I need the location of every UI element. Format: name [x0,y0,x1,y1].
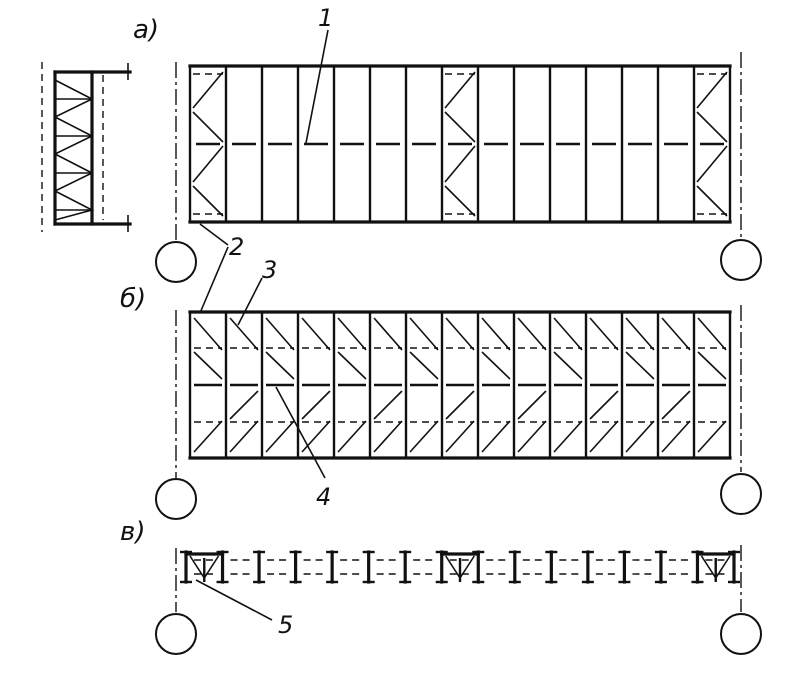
plan-b-brace [553,351,583,380]
plan-v-brace [700,555,717,579]
plan-a [188,64,732,224]
plan-b-brace [481,351,511,380]
plan-b-brace [409,351,439,380]
plan-b-brace [409,420,439,453]
plan-b-brace [517,420,547,453]
svg-text:5: 5 [278,611,293,639]
column-a-left [155,241,197,283]
plan-b-brace [697,317,727,351]
plan-b-brace [337,351,367,380]
callout-3: 3 [237,256,277,326]
label-v: в) [120,517,145,547]
plan-a-brace [696,71,728,109]
plan-a-brace [192,185,224,217]
plan-b-brace [193,317,223,351]
svg-text:2: 2 [229,233,244,261]
plan-b-brace [193,351,223,380]
plan-b-brace [661,420,691,453]
svg-text:1: 1 [318,4,333,32]
column-a-right [720,239,762,281]
plan-a-brace [192,111,224,143]
plan-a-brace [696,185,728,217]
plan-b-brace [337,420,367,453]
plan-b-brace [373,317,403,351]
column-v-left [155,613,197,655]
plan-b-brace [553,317,583,351]
plan-a-brace [696,145,728,183]
plan-v-brace [459,555,475,579]
plan-b-brace [625,420,655,453]
plan-a-brace [444,71,476,109]
plan-b-brace [193,420,223,453]
callout-2: 2 [199,223,244,314]
plan-a-brace [696,111,728,143]
plan-b-brace [661,390,691,420]
svg-text:3: 3 [262,256,277,284]
plan-b-brace [301,317,331,351]
plan-b-brace [589,317,619,351]
plan-a-brace [444,111,476,143]
plan-v-brace [715,555,731,579]
plan-b-brace [265,420,295,453]
plan-b-brace [445,317,475,351]
plan-b-brace [697,351,727,380]
plan-a-brace [192,71,224,109]
plan-b-brace [337,317,367,351]
plan-v-brace [203,555,220,579]
plan-b-brace [589,420,619,453]
plan-b [188,310,732,460]
plan-b-brace [229,420,259,453]
plan-b-brace [229,317,259,351]
label-a: а) [133,15,159,45]
plan-b-brace [697,420,727,453]
plan-b-brace [625,317,655,351]
plan-b-brace [373,420,403,453]
plan-b-brace [661,317,691,351]
plan-a-brace [444,185,476,217]
plan-b-brace [481,317,511,351]
plan-b-brace [517,317,547,351]
callout-5: 5 [195,579,293,639]
plan-b-brace [373,390,403,420]
plan-b-brace [445,390,475,420]
callout-1: 1 [305,4,333,144]
plan-b-brace [301,420,331,453]
plan-b-brace [445,420,475,453]
columns [155,52,762,655]
plan-b-brace [589,390,619,420]
column-b-right [720,473,762,515]
plan-b-brace [229,390,259,420]
callout-4: 4 [275,386,331,511]
plan-b-brace [625,351,655,380]
column-v-right [720,613,762,655]
plan-b-brace [301,390,331,420]
section-view [41,62,132,232]
plan-b-brace [481,420,511,453]
plan-b-brace [409,317,439,351]
plan-b-brace [265,351,295,380]
plan-b-brace [553,420,583,453]
label-b: б) [120,284,146,314]
column-b-left [155,478,197,520]
plan-b-brace [517,390,547,420]
plan-v-brace [189,555,205,579]
plan-b-brace [265,317,295,351]
plan-v [180,550,740,584]
plan-a-brace [192,145,224,183]
plan-v-brace [445,555,461,579]
svg-text:4: 4 [316,483,331,511]
plan-a-brace [444,145,476,183]
